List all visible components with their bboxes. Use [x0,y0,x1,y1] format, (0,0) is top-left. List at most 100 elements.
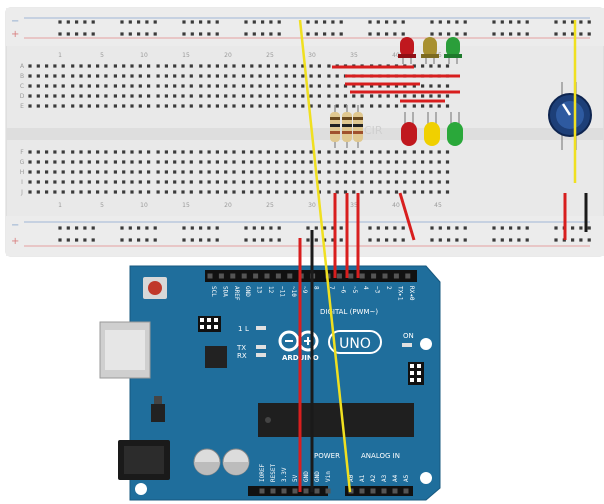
rail-hole[interactable] [393,238,397,242]
rail-hole[interactable] [447,238,451,242]
breadboard-hole[interactable] [215,190,219,194]
breadboard-hole[interactable] [309,170,313,174]
breadboard-hole[interactable] [28,64,32,68]
breadboard-hole[interactable] [215,94,219,98]
breadboard-hole[interactable] [250,160,254,164]
breadboard-hole[interactable] [147,94,151,98]
breadboard-hole[interactable] [327,190,331,194]
breadboard-hole[interactable] [352,94,356,98]
breadboard-hole[interactable] [138,64,142,68]
header-pin[interactable] [370,488,376,494]
breadboard-hole[interactable] [386,180,390,184]
rail-hole[interactable] [500,20,504,24]
breadboard-hole[interactable] [258,84,262,88]
breadboard-hole[interactable] [317,94,321,98]
breadboard-hole[interactable] [403,84,407,88]
rail-hole[interactable] [145,226,149,230]
breadboard-hole[interactable] [45,150,49,154]
breadboard-hole[interactable] [429,104,433,108]
rail-hole[interactable] [509,32,513,36]
rail-hole[interactable] [252,226,256,230]
breadboard-hole[interactable] [87,64,91,68]
breadboard-hole[interactable] [241,190,246,194]
led-yellow[interactable] [421,37,439,64]
rail-hole[interactable] [145,32,149,36]
rail-hole[interactable] [368,32,372,36]
header-pin[interactable] [303,488,309,494]
breadboard-hole[interactable] [207,64,211,68]
breadboard-hole[interactable] [370,84,374,88]
rail-hole[interactable] [314,32,318,36]
breadboard-hole[interactable] [301,74,305,78]
breadboard-hole[interactable] [275,150,279,154]
rail-hole[interactable] [455,32,459,36]
breadboard-hole[interactable] [36,94,40,98]
header-pin[interactable] [405,273,411,279]
breadboard-hole[interactable] [130,170,134,174]
rail-hole[interactable] [331,226,335,230]
breadboard-hole[interactable] [386,190,390,194]
rail-hole[interactable] [430,20,434,24]
breadboard-hole[interactable] [437,160,441,164]
breadboard-hole[interactable] [130,64,134,68]
breadboard-hole[interactable] [309,160,313,164]
breadboard-hole[interactable] [241,170,246,174]
breadboard-hole[interactable] [189,94,193,98]
breadboard-hole[interactable] [138,180,142,184]
breadboard-hole[interactable] [250,94,254,98]
breadboard-hole[interactable] [241,180,246,184]
breadboard-hole[interactable] [36,84,40,88]
breadboard-hole[interactable] [429,170,433,174]
breadboard-hole[interactable] [156,84,160,88]
resistor[interactable] [330,105,340,148]
breadboard-hole[interactable] [181,180,185,184]
rail-hole[interactable] [562,20,566,24]
breadboard-hole[interactable] [199,84,203,88]
breadboard-hole[interactable] [284,150,288,154]
rail-hole[interactable] [199,226,203,230]
rail-hole[interactable] [393,20,397,24]
breadboard-hole[interactable] [317,180,321,184]
rail-hole[interactable] [269,32,273,36]
breadboard-hole[interactable] [445,160,450,164]
breadboard-hole[interactable] [199,150,203,154]
rail-hole[interactable] [587,32,591,36]
rail-hole[interactable] [554,20,558,24]
rail-hole[interactable] [368,226,372,230]
led-yellow[interactable] [424,112,440,146]
breadboard-hole[interactable] [61,190,65,194]
rail-hole[interactable] [215,32,219,36]
breadboard-hole[interactable] [156,170,160,174]
breadboard-hole[interactable] [250,104,254,108]
breadboard-hole[interactable] [301,84,305,88]
breadboard-hole[interactable] [232,64,236,68]
breadboard-hole[interactable] [61,180,65,184]
rail-hole[interactable] [306,20,310,24]
breadboard-hole[interactable] [36,180,40,184]
breadboard-hole[interactable] [53,180,57,184]
breadboard-hole[interactable] [360,180,364,184]
rail-hole[interactable] [75,20,79,24]
breadboard-hole[interactable] [122,160,126,164]
breadboard-hole[interactable] [327,180,331,184]
breadboard-hole[interactable] [370,170,374,174]
breadboard-hole[interactable] [147,84,151,88]
breadboard-hole[interactable] [224,94,228,98]
breadboard-hole[interactable] [378,160,382,164]
breadboard-hole[interactable] [96,170,100,174]
breadboard-hole[interactable] [199,190,203,194]
header-pin[interactable] [270,488,276,494]
breadboard-hole[interactable] [122,74,126,78]
breadboard-hole[interactable] [275,74,279,78]
breadboard-hole[interactable] [45,64,49,68]
breadboard-hole[interactable] [181,190,185,194]
breadboard-hole[interactable] [403,190,407,194]
breadboard-hole[interactable] [327,160,331,164]
breadboard-hole[interactable] [437,84,441,88]
breadboard-hole[interactable] [156,150,160,154]
breadboard-hole[interactable] [266,170,270,174]
rail-hole[interactable] [500,32,504,36]
breadboard-hole[interactable] [61,170,65,174]
rail-hole[interactable] [447,32,451,36]
breadboard-hole[interactable] [61,160,65,164]
